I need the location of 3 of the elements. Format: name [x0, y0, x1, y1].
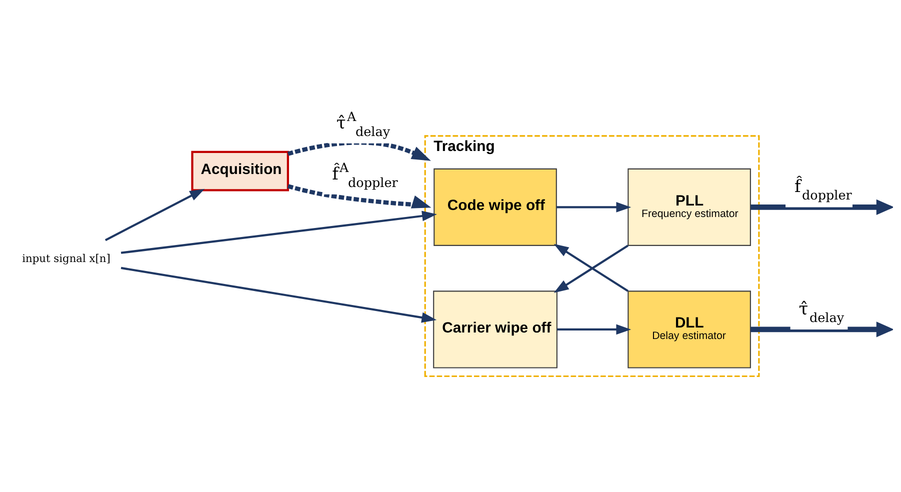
edge-label: f̂$_{doppler}$	[794, 177, 852, 204]
node-text: input signal x[n]	[22, 252, 110, 265]
edge-label: τ̂$_{delay}$	[798, 299, 844, 326]
